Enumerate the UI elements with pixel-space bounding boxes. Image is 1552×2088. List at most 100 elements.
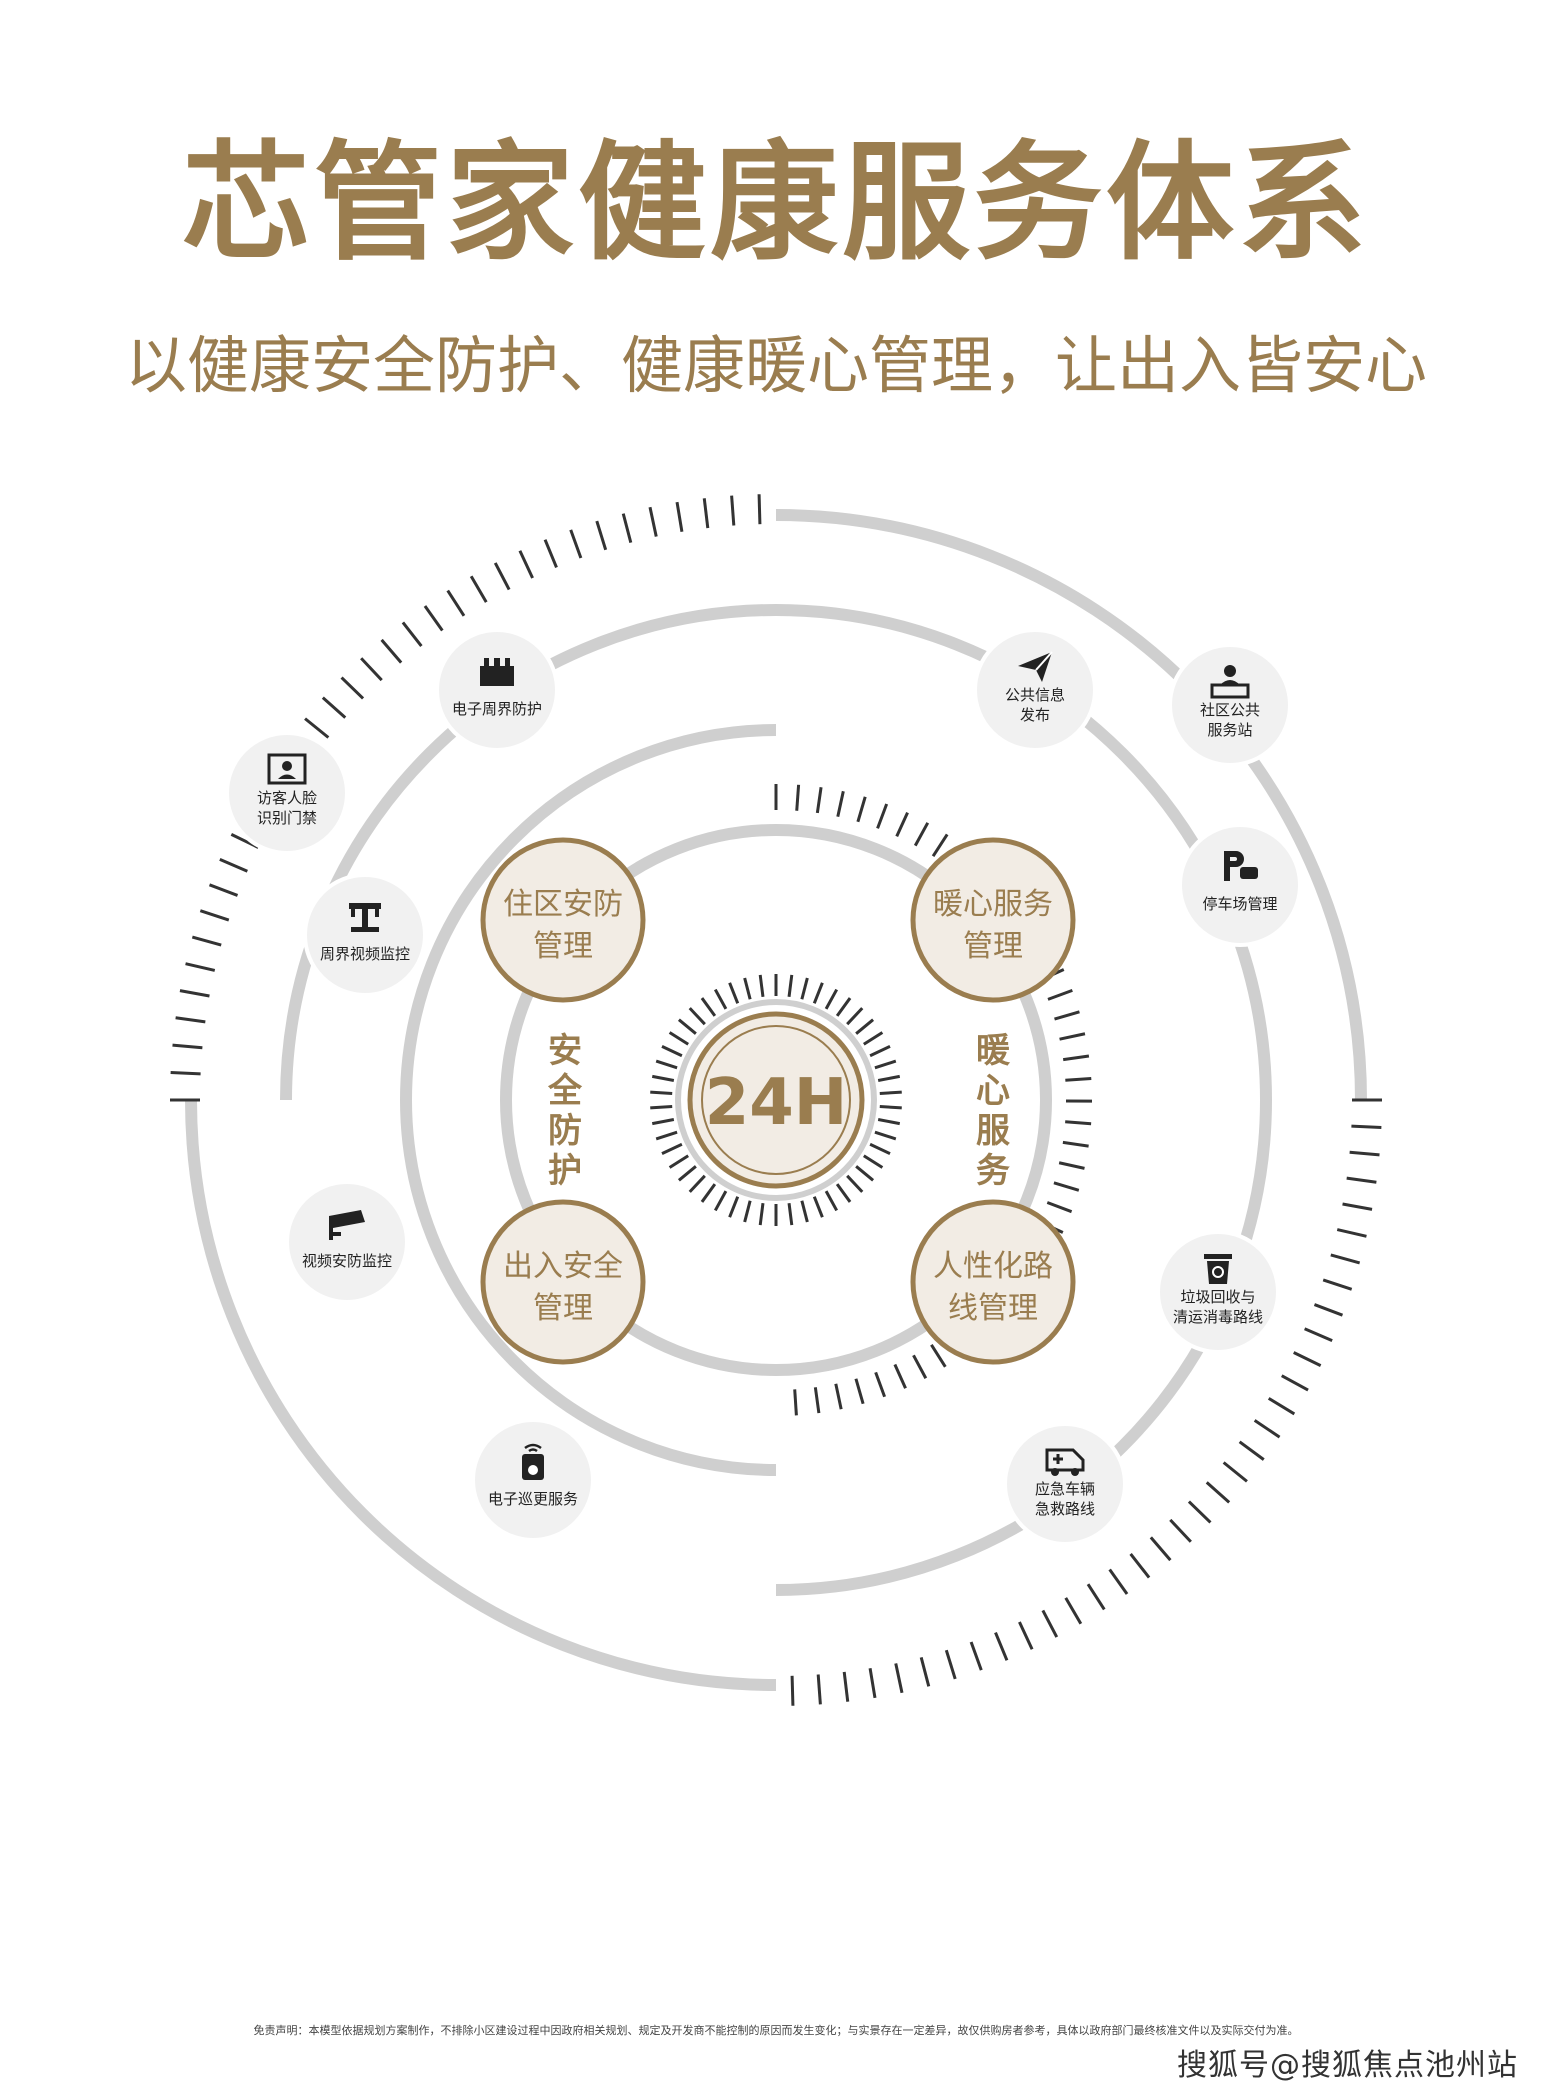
core-item-label: 管理 <box>533 1291 593 1326</box>
outer-tick <box>1187 1500 1212 1524</box>
outer-tick <box>569 529 583 559</box>
core-item-label: 管理 <box>533 929 593 964</box>
hub-tick <box>688 1007 706 1026</box>
core-item-label: 出入安全 <box>503 1249 623 1284</box>
inner-tick <box>854 1378 865 1405</box>
outer-tick <box>595 520 608 551</box>
service-node-label: 公共信息 <box>1005 686 1065 704</box>
inner-tick <box>874 1371 887 1398</box>
hub-tick <box>668 1031 689 1046</box>
outer-tick <box>1253 1419 1281 1439</box>
hub-tick <box>874 1130 897 1141</box>
service-desk-icon <box>1210 665 1250 699</box>
outer-tick <box>199 909 230 922</box>
page-subtitle: 以健康安全防护、健康暖心管理，让出入皆安心 <box>124 329 1427 402</box>
service-node-label: 视频安防监控 <box>302 1252 392 1270</box>
service-node-video-security: 视频安防监控 <box>285 1180 409 1304</box>
hub-tick <box>800 977 809 1000</box>
wall-icon <box>480 658 514 686</box>
hub-tick <box>713 1190 728 1212</box>
outer-ring-arc <box>775 509 1367 1101</box>
hub-tick <box>650 1090 673 1095</box>
outer-tick <box>219 857 248 873</box>
inner-tick <box>893 1363 907 1389</box>
outer-tick <box>816 1674 822 1705</box>
hub-tick <box>650 1105 673 1110</box>
hub-tick <box>758 1202 765 1226</box>
service-node-label: 发布 <box>1020 706 1050 724</box>
service-node-label: 垃圾回收与 <box>1180 1288 1255 1306</box>
service-node-circle <box>285 1180 409 1304</box>
outer-tick <box>1267 1397 1296 1416</box>
outer-tick <box>944 1649 957 1680</box>
outer-tick <box>648 506 658 537</box>
outer-tick <box>757 494 762 525</box>
outer-tick <box>621 513 633 543</box>
outer-tick <box>170 1071 201 1076</box>
hub-tick <box>855 1018 875 1035</box>
outer-tick <box>1349 1150 1380 1157</box>
hub-tick <box>800 1200 809 1223</box>
core-item-circle <box>480 1199 646 1365</box>
outer-tick <box>1129 1552 1151 1579</box>
patrol-device-icon <box>522 1443 544 1480</box>
service-node-circle <box>1003 1422 1127 1546</box>
inner-tick <box>931 833 949 858</box>
inner-tick <box>795 784 801 811</box>
hub-tick <box>700 997 717 1017</box>
service-node-circle <box>303 873 427 997</box>
service-node-circle <box>1156 1230 1280 1354</box>
outer-tick <box>543 539 558 569</box>
hub-tick <box>743 977 752 1000</box>
hub-inner-circle <box>701 1025 851 1175</box>
inner-tick <box>1046 1201 1073 1214</box>
pillar-label-safety: 护 <box>548 1151 582 1191</box>
service-node-label: 清运消毒路线 <box>1173 1308 1263 1326</box>
outer-tick <box>1281 1374 1309 1392</box>
outer-tick <box>894 1663 904 1694</box>
inner-tick <box>913 822 930 847</box>
core-item-circle <box>480 837 646 1003</box>
outer-tick <box>304 717 330 739</box>
hub-tick <box>728 982 740 1004</box>
camera-icon <box>329 1210 365 1240</box>
pillar-label-safety: 防 <box>548 1111 582 1151</box>
outer-tick <box>1313 1303 1344 1317</box>
pillar-label-warm-service: 暖 <box>976 1031 1011 1071</box>
tower-icon <box>349 903 381 932</box>
core-item-label: 暖心服务 <box>933 887 1053 922</box>
core-item-label: 人性化路 <box>933 1249 1053 1284</box>
outer-tick <box>675 501 684 532</box>
hub-tick <box>651 1118 675 1126</box>
outer-tick <box>730 495 736 526</box>
outer-tick <box>340 676 365 700</box>
outer-tick <box>175 1016 206 1024</box>
inner-tick <box>876 803 889 829</box>
service-node-label: 社区公共 <box>1200 701 1260 719</box>
hub-tick <box>787 974 794 998</box>
hub-tick <box>855 1165 875 1182</box>
service-node-label: 应急车辆 <box>1035 1480 1095 1498</box>
inner-tick <box>1053 1181 1080 1192</box>
outer-tick <box>1169 1518 1192 1543</box>
core-item-circle <box>910 837 1076 1003</box>
outer-tick <box>994 1631 1009 1661</box>
pillar-label-warm-service: 服 <box>976 1111 1010 1151</box>
hub-tick <box>668 1154 689 1169</box>
outer-tick <box>790 1675 795 1706</box>
monitor-face-icon <box>267 753 307 785</box>
outer-tick <box>1304 1327 1333 1343</box>
page-title: 芯管家健康服务体系 <box>181 129 1370 278</box>
outer-tick <box>1351 1124 1382 1129</box>
service-node-perimeter-video: 周界视频监控 <box>303 873 427 997</box>
hub-tick <box>879 1090 902 1095</box>
service-node-circle <box>225 731 349 855</box>
service-node-electronic-patrol: 电子巡更服务 <box>471 1418 595 1542</box>
outer-tick <box>360 657 383 682</box>
inner-tick <box>1065 1077 1092 1082</box>
paper-plane-icon <box>1018 651 1053 682</box>
